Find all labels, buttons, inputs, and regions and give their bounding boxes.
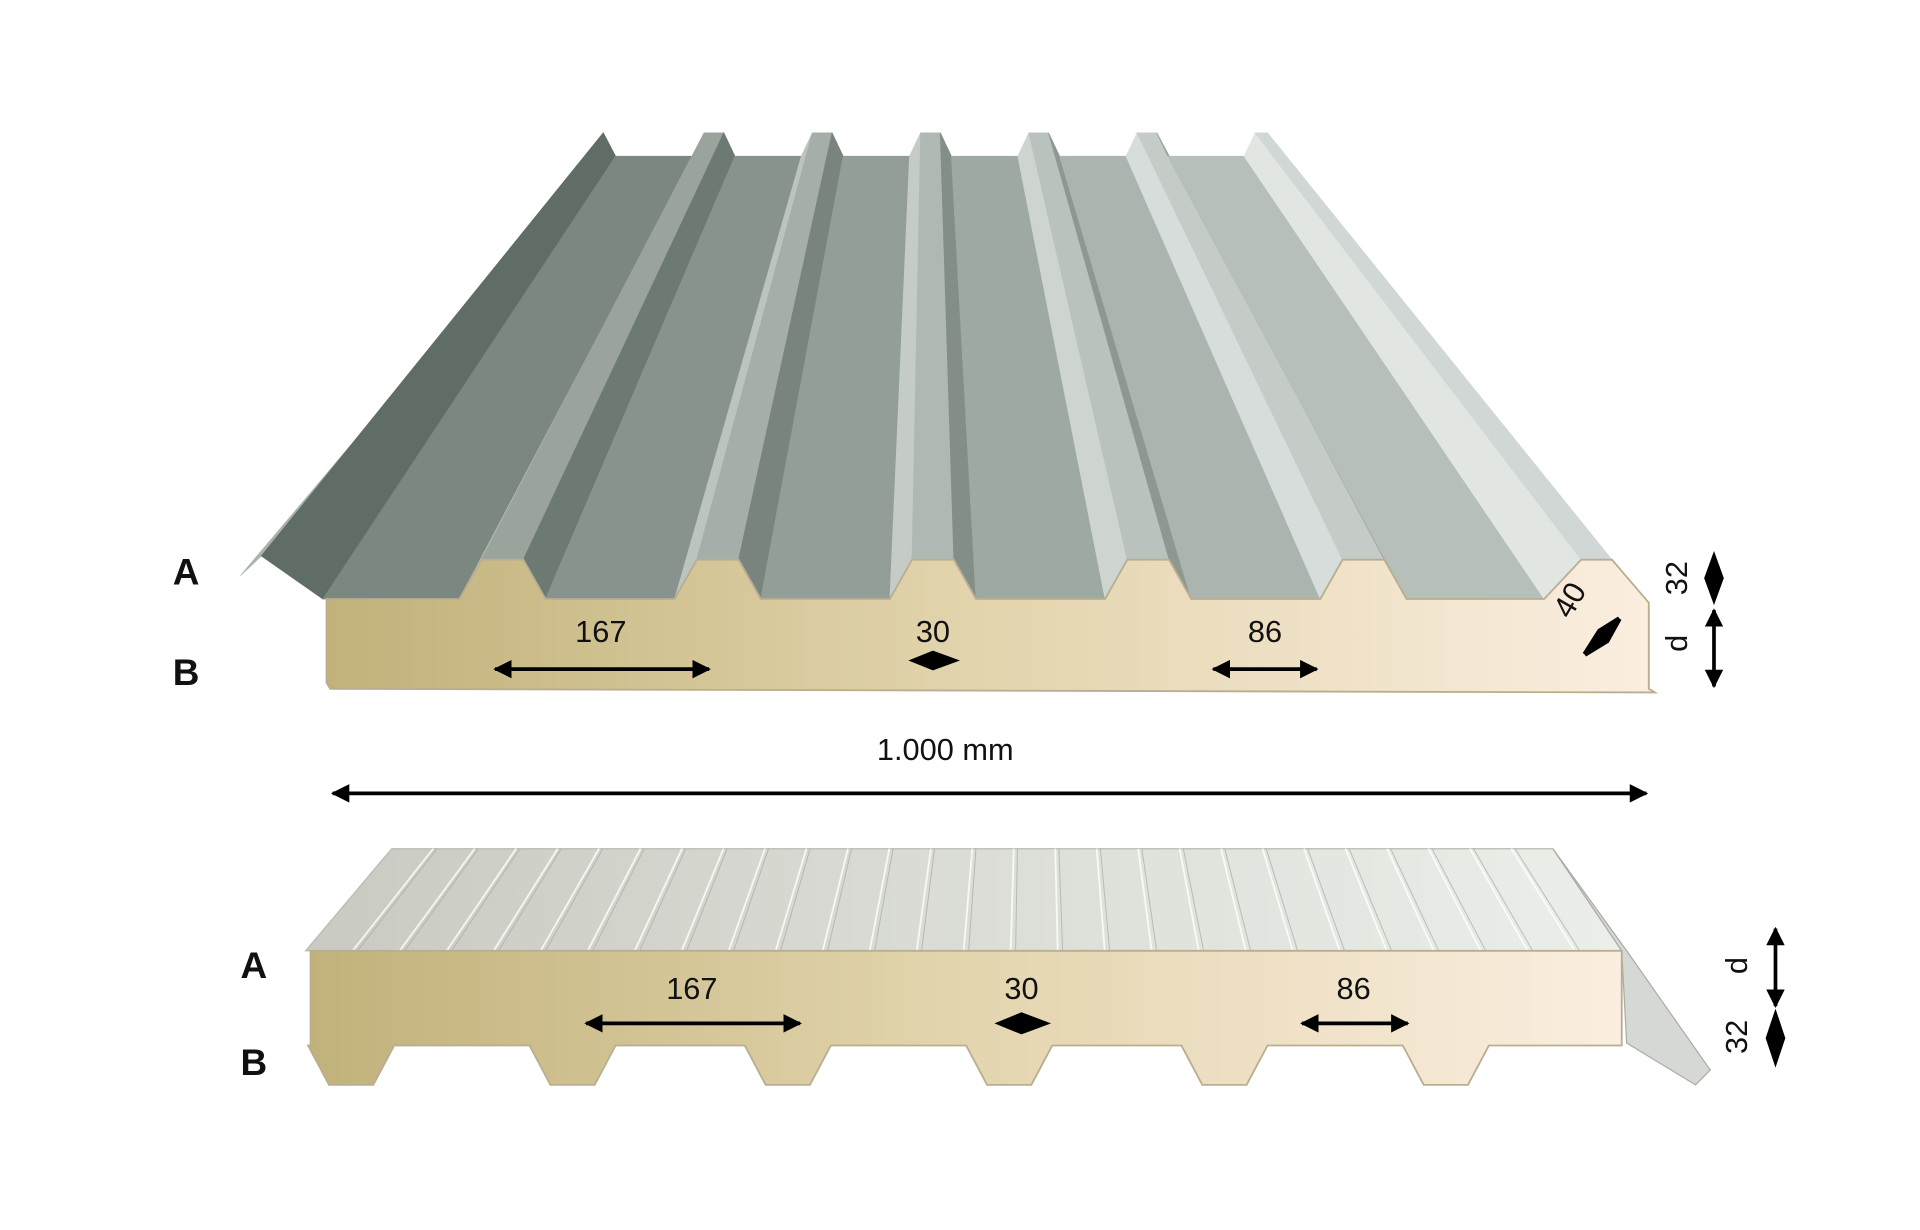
liner-rib-shadow (451, 848, 521, 952)
top-panel-foam-core (325, 558, 1659, 694)
top-pitch-label: 167 (575, 614, 626, 649)
liner-rib-shadow (1141, 848, 1158, 951)
liner-rib-line (1386, 848, 1435, 952)
liner-rib-shadow (498, 848, 562, 952)
liner-rib-line (1469, 848, 1529, 952)
liner-rib-line (1009, 848, 1015, 951)
liner-rib-line (1510, 848, 1576, 952)
top-rib-top-arrow (908, 650, 960, 671)
liner-rib-line (1095, 848, 1106, 951)
liner-rib-line (1344, 848, 1388, 952)
liner-rib-shadow (1058, 848, 1064, 951)
liner-rib-shadow (404, 848, 479, 952)
bottom-rib-height-label: 32 (1719, 1020, 1754, 1054)
liner-rib-shadow (780, 848, 811, 951)
liner-rib-shadow (874, 848, 894, 951)
liner-rib-shadow (545, 848, 604, 952)
liner-rib-line (633, 848, 683, 952)
liner-rib-line (445, 848, 517, 952)
liner-rib-line (586, 848, 642, 952)
top-label-a: A (173, 551, 200, 592)
liner-rib-shadow (1307, 848, 1346, 951)
liner-rib-line (1054, 848, 1059, 951)
liner-rib-shadow (639, 848, 687, 951)
liner-rib-shadow (1514, 848, 1581, 952)
top-rib-base-label: 86 (1248, 614, 1282, 649)
bottom-panel-foam-core (306, 949, 1623, 1086)
liner-rib-line (1303, 848, 1341, 952)
liner-rib-shadow (827, 848, 853, 951)
liner-rib-shadow (1431, 848, 1487, 952)
top-profiled-steel-sheet (240, 131, 1613, 601)
liner-rib-line (1178, 848, 1200, 951)
liner-rib-line (915, 848, 932, 951)
liner-rib-shadow (733, 848, 770, 951)
liner-rib-shadow (1224, 848, 1252, 951)
liner-rib-shadow (357, 848, 438, 952)
liner-rib-shadow (1473, 848, 1534, 952)
liner-rib-line (680, 848, 725, 952)
bottom-label-b: B (240, 1042, 267, 1083)
liner-rib-line (962, 848, 974, 951)
liner-rib-shadow (1015, 848, 1018, 951)
liner-rib-line (1220, 848, 1247, 952)
liner-rib-shadow (1348, 848, 1393, 951)
top-rib-height-arrow (1704, 551, 1724, 606)
liner-rib-shadow (1182, 848, 1205, 951)
liner-rib-line (821, 848, 849, 952)
top-thickness-label: d (1659, 635, 1694, 652)
liner-rib-line (868, 848, 891, 951)
bottom-panel: A B 167 30 86 d 32 (240, 848, 1786, 1086)
liner-rib-shadow (686, 848, 728, 951)
bottom-pitch-label: 167 (666, 971, 717, 1006)
top-rib-height-label: 32 (1659, 561, 1694, 595)
bottom-label-a: A (240, 945, 267, 986)
liner-rib-shadow (968, 848, 977, 951)
top-edge-arrow (1582, 616, 1622, 657)
liner-microrib-lines (351, 848, 1581, 952)
top-label-b: B (173, 652, 200, 693)
liner-rib-line (774, 848, 808, 952)
liner-rib-line (398, 848, 476, 952)
top-rib-top-label: 30 (916, 614, 950, 649)
liner-rib-line (492, 848, 559, 952)
liner-rib-shadow (1265, 848, 1299, 951)
overall-width-label: 1.000 mm (877, 732, 1014, 767)
bottom-rib-height-arrow (1765, 1008, 1786, 1068)
liner-rib-shadow (1099, 848, 1111, 951)
liner-rib-line (1261, 848, 1294, 952)
bottom-rib-base-label: 86 (1336, 971, 1370, 1006)
bottom-rib-top-label: 30 (1004, 971, 1038, 1006)
liner-rib-shadow (1390, 848, 1440, 951)
top-panel: A B 167 30 86 40 32 d (173, 131, 1724, 694)
liner-rib-line (351, 848, 434, 952)
liner-rib-shadow (921, 848, 936, 951)
liner-rib-line (1427, 848, 1482, 952)
bottom-rib-top-arrow (994, 1012, 1052, 1035)
bottom-thickness-label: d (1719, 957, 1754, 974)
liner-rib-shadow (592, 848, 645, 952)
liner-rib-line (1137, 848, 1153, 951)
liner-rib-line (727, 848, 766, 952)
liner-rib-line (539, 848, 600, 952)
